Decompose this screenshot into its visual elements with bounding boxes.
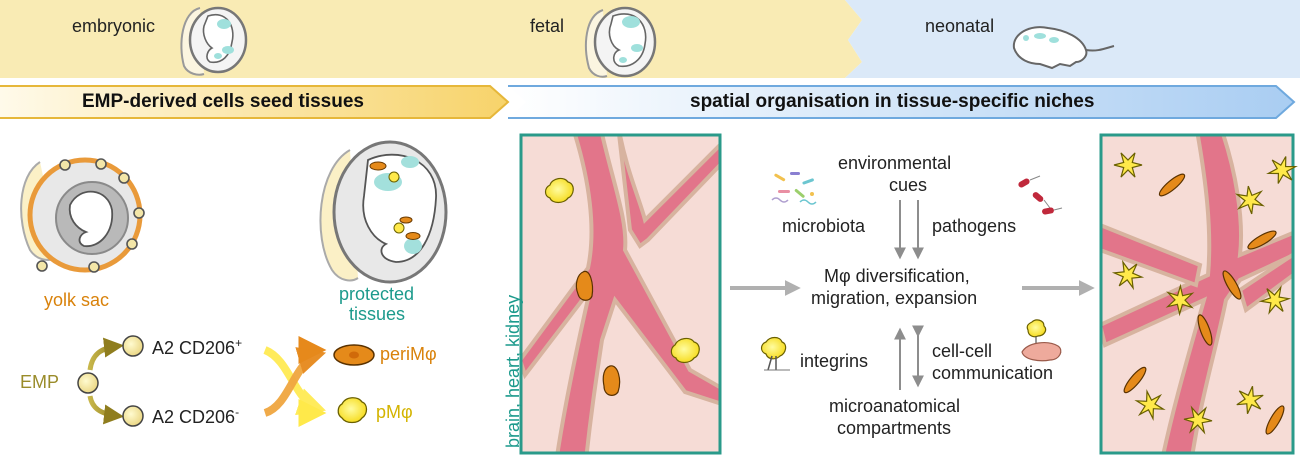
- tissue-label: brain, heart, kidney: [503, 295, 523, 448]
- perivascular-macrophage-icon: [1222, 270, 1242, 300]
- branched-macrophage-icon: [1134, 388, 1166, 422]
- a2-neg-label: A2 CD206-: [152, 405, 240, 427]
- yolk-sac-label: yolk sac: [44, 290, 110, 310]
- emp-label: EMP: [20, 372, 60, 392]
- diversification-line1: Mφ diversification,: [824, 266, 970, 286]
- banner-left-text: EMP-derived cells seed tissues: [82, 91, 364, 112]
- env-cues-line1: environmental: [838, 153, 952, 173]
- tissue-box-after: [1099, 133, 1298, 455]
- a2-neg-cell-icon: [122, 405, 144, 427]
- integrins-icon: [760, 336, 790, 371]
- a2-pos-label: A2 CD206+: [152, 336, 243, 358]
- center-arrows: [730, 200, 1095, 390]
- microanatomical-line1: microanatomical: [829, 396, 961, 416]
- banner-left: [0, 85, 510, 119]
- protected-tissues-illustration: [319, 140, 448, 284]
- pm-cell-icon: [337, 397, 368, 424]
- cellcell-line1: cell-cell: [932, 341, 993, 361]
- branched-macrophage-icon: [1113, 152, 1143, 178]
- embryo-icon-fetal: [584, 6, 657, 78]
- branched-macrophage-icon: [1266, 156, 1298, 184]
- branched-macrophage-icon: [1258, 285, 1292, 315]
- differentiation-scheme: [77, 335, 375, 427]
- branched-macrophage-icon: [1234, 185, 1266, 215]
- pathogens-icon: [1018, 175, 1063, 215]
- protected-tissues-label-1: protected: [339, 284, 415, 304]
- banner-right-text: spatial organisation in tissue-specific …: [690, 91, 1095, 112]
- perivascular-macrophage-icon: [1158, 173, 1186, 197]
- perivascular-macrophage-icon: [1197, 314, 1213, 346]
- protected-tissues-label-2: tissues: [349, 304, 406, 324]
- pm-label: pMφ: [376, 402, 413, 422]
- branched-macrophage-icon: [1183, 405, 1213, 435]
- embryo-icon-embryonic: [180, 6, 248, 76]
- banner-right: [508, 85, 1296, 119]
- stage-label-fetal: fetal: [530, 16, 565, 36]
- yolk-sac-illustration: [20, 157, 145, 273]
- tissue-box-before: [519, 133, 722, 455]
- microbiota-label: microbiota: [782, 216, 866, 236]
- perivascular-macrophage-icon: [1265, 405, 1285, 435]
- perim-label: periMφ: [380, 344, 437, 364]
- perivascular-macrophage-icon: [1247, 230, 1277, 250]
- diversification-line2: migration, expansion: [811, 288, 978, 308]
- cell-cell-icon: [1021, 319, 1062, 362]
- cellcell-line2: communication: [932, 363, 1054, 383]
- branched-macrophage-icon: [1165, 283, 1195, 317]
- branched-macrophage-icon: [1236, 385, 1264, 415]
- perivascular-macrophage-icon: [1123, 366, 1147, 394]
- emp-cell-icon: [77, 372, 99, 394]
- microanatomical-line2: compartments: [837, 418, 952, 438]
- microbiota-icon: [771, 172, 817, 205]
- integrins-label: integrins: [800, 351, 869, 371]
- stage-label-embryonic: embryonic: [72, 16, 156, 36]
- pathogens-label: pathogens: [932, 216, 1017, 236]
- mouse-icon-neonatal: [1012, 26, 1115, 70]
- stage-label-neonatal: neonatal: [925, 16, 995, 36]
- branched-macrophage-icon: [1111, 259, 1145, 291]
- env-cues-line2: cues: [889, 175, 928, 195]
- a2-pos-cell-icon: [122, 335, 144, 357]
